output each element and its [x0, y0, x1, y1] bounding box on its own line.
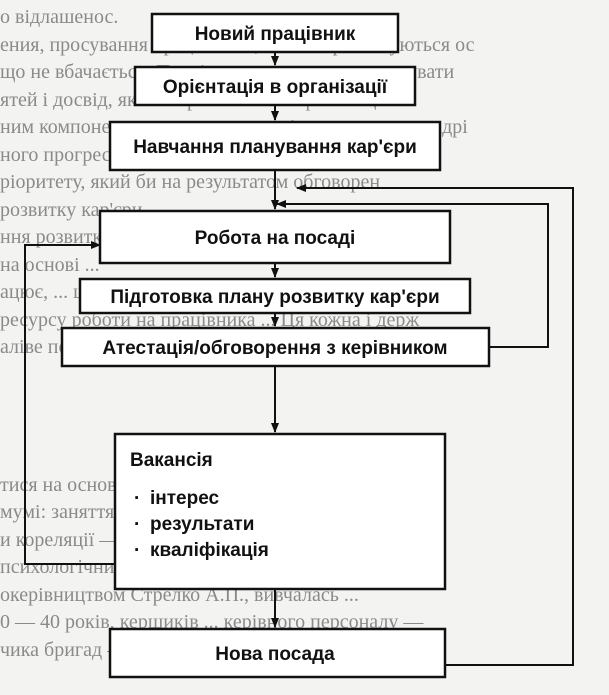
box-plan-prep: Підготовка плану розвитку кар'єри: [78, 277, 472, 315]
vacancy-item-qualification: кваліфікація: [150, 540, 269, 561]
box-new-employee: Новий працівник: [150, 12, 400, 54]
box-new-employee-label: Новий працівник: [195, 24, 356, 45]
vacancy-bullet-3: ·: [134, 540, 140, 561]
box-new-position: Нова посада: [108, 627, 447, 679]
vacancy-bullet-2: ·: [134, 514, 140, 535]
vacancy-bullet-1: ·: [134, 488, 140, 509]
vacancy-title: Вакансія: [130, 450, 213, 471]
box-orientation-label: Орієнтація в організації: [163, 77, 388, 98]
box-orientation: Орієнтація в організації: [133, 65, 417, 107]
box-appraisal: Атестація/обговорення з керівником: [60, 326, 491, 368]
box-career-training-label: Навчання планування кар'єри: [133, 137, 417, 158]
vacancy-item-interest: інтерес: [150, 488, 220, 509]
background-text-line: о відлашенос.: [0, 6, 119, 28]
background-text-line: 0 — 40 років, кершиків ... керівного пер…: [0, 611, 424, 633]
box-new-position-label: Нова посада: [215, 644, 335, 665]
loop-appraisal-to-training: [276, 200, 549, 348]
box-job-work: Робота на посаді: [98, 209, 452, 265]
box-plan-prep-label: Підготовка плану розвитку кар'єри: [110, 287, 439, 308]
loop-new-position-to-training: [296, 184, 574, 666]
box-career-training: Навчання планування кар'єри: [108, 120, 442, 172]
vacancy-item-results: результати: [150, 514, 254, 535]
loop-vacancy-to-job: [24, 241, 115, 565]
box-vacancy: Вакансія · інтерес · результати · кваліф…: [113, 432, 447, 591]
box-job-work-label: Робота на посаді: [195, 228, 356, 249]
box-appraisal-label: Атестація/обговорення з керівником: [102, 338, 447, 359]
background-text-line: ріоритету, який би на результатом обгово…: [0, 171, 381, 193]
